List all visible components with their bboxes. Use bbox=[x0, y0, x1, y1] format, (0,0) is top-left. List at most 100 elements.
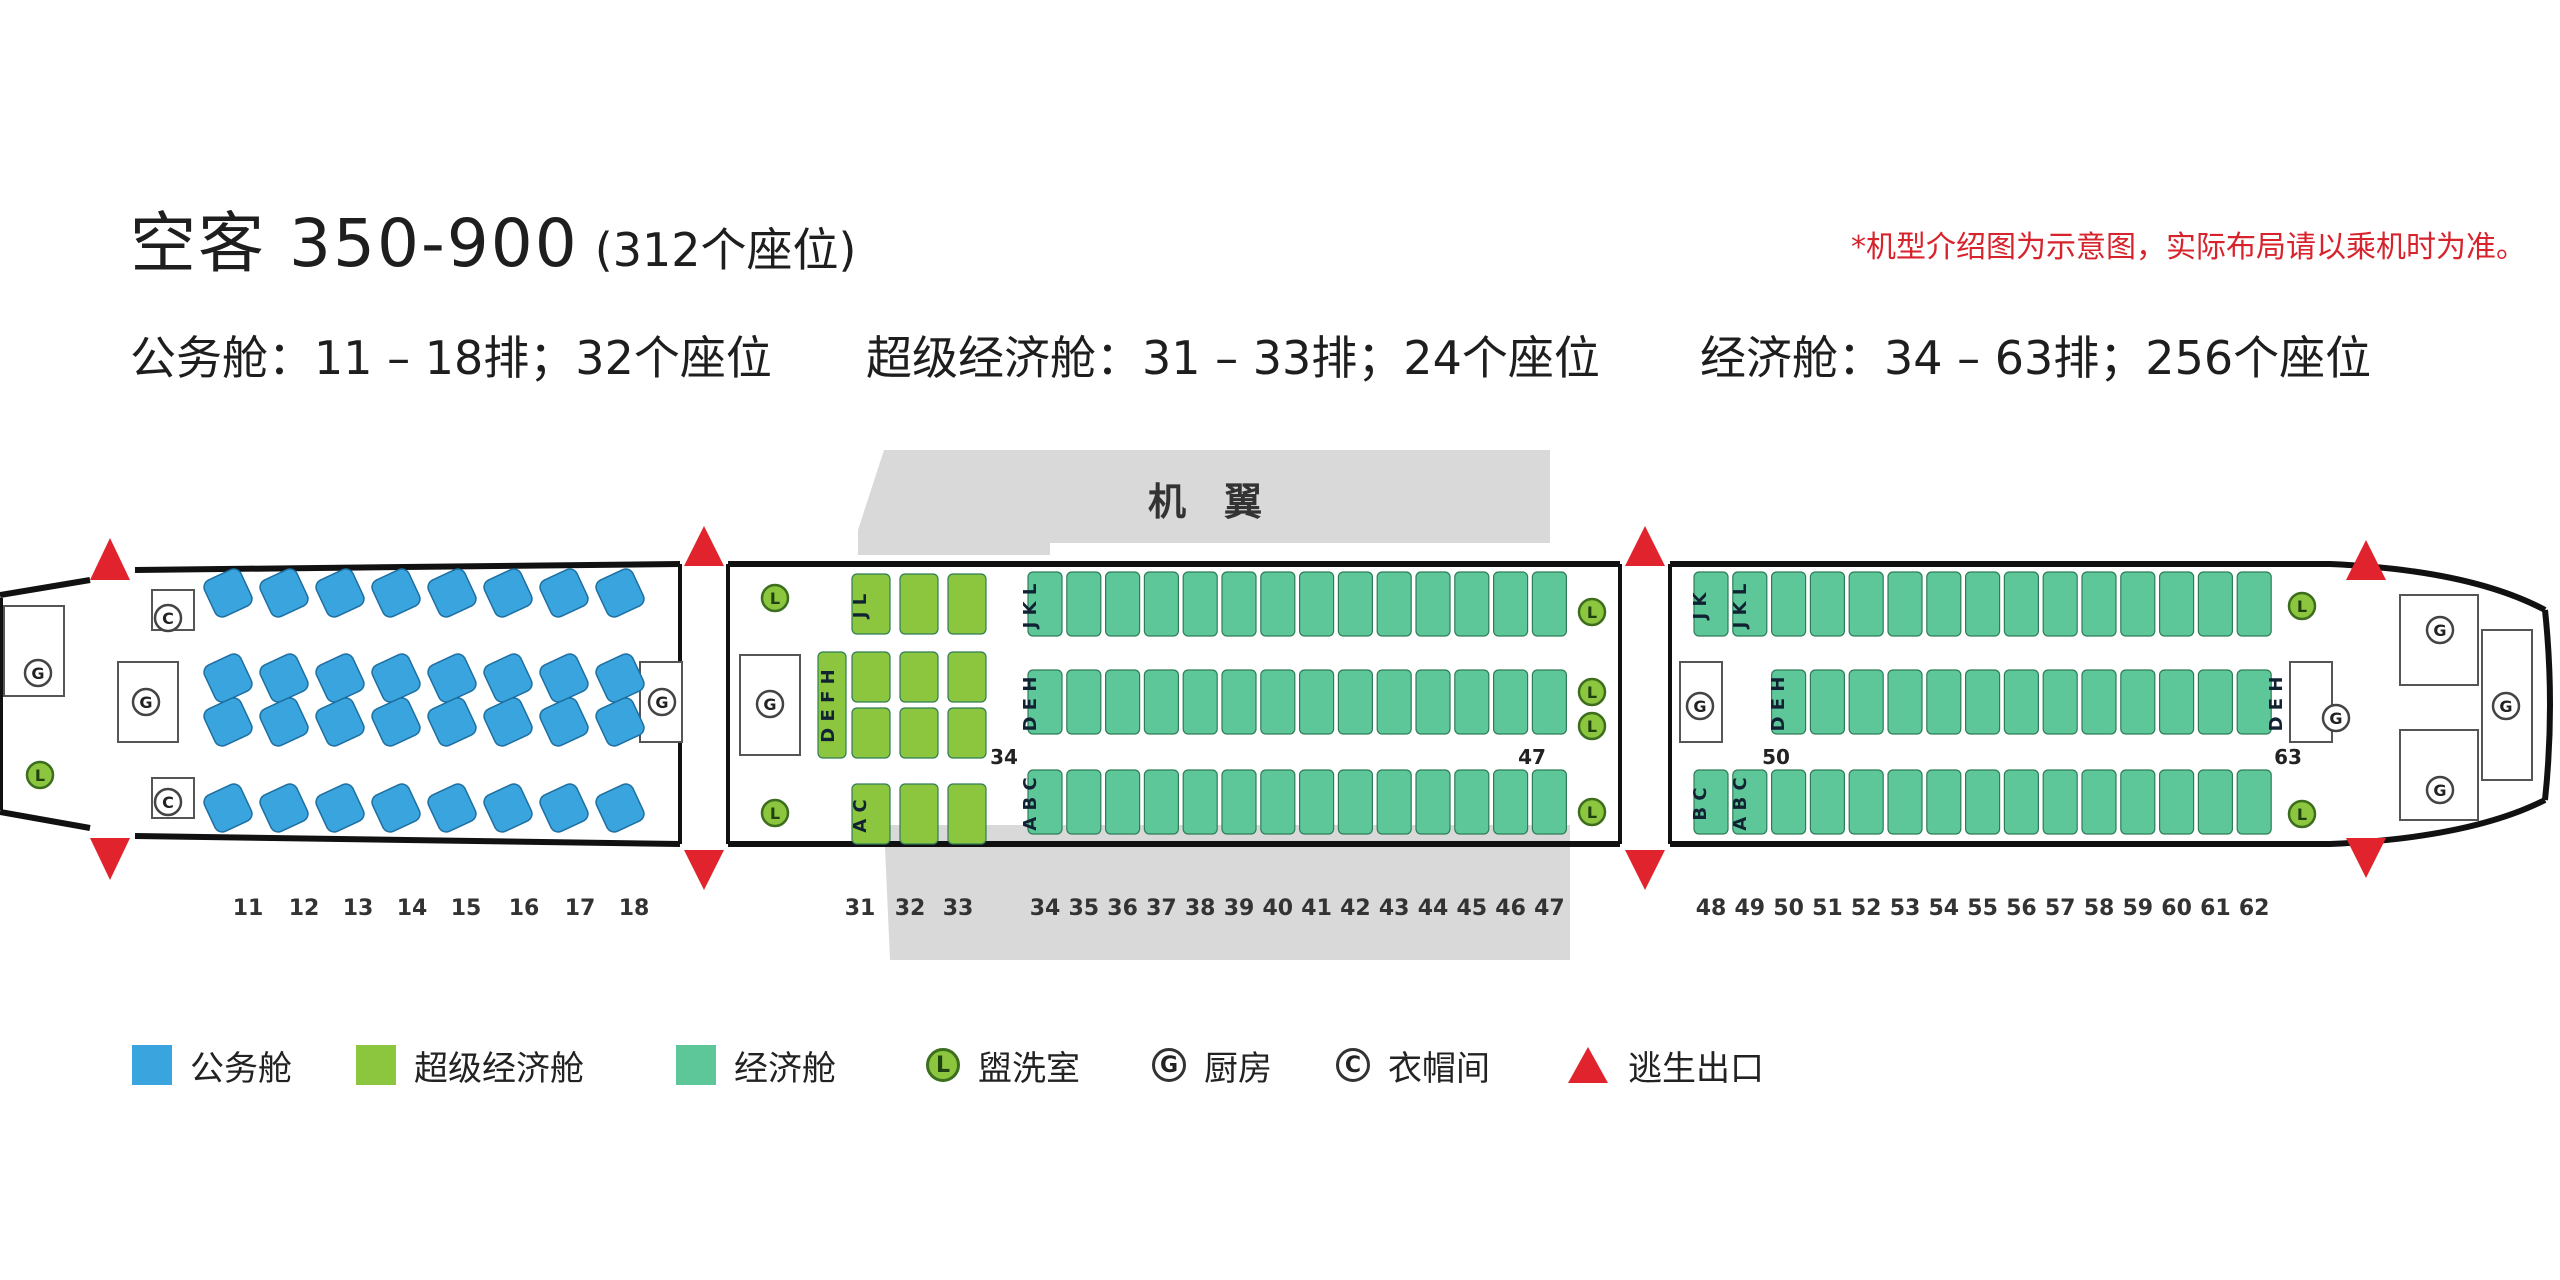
premium-seat bbox=[947, 651, 987, 703]
exit-markers bbox=[90, 526, 2386, 890]
economy-seat bbox=[2197, 769, 2233, 835]
economy-seat bbox=[1770, 571, 1807, 637]
row-number: 32 bbox=[895, 896, 926, 921]
galley-icon bbox=[2425, 615, 2455, 645]
row-number: 59 bbox=[2122, 896, 2153, 921]
row-number: 17 bbox=[565, 896, 596, 921]
economy-seat bbox=[1376, 669, 1412, 735]
closet-icon bbox=[153, 787, 183, 817]
business-seat bbox=[315, 783, 365, 833]
business-seat bbox=[315, 697, 365, 747]
economy-seat bbox=[2081, 571, 2117, 637]
economy-seat bbox=[2159, 669, 2195, 735]
seat-letters: J K bbox=[1690, 591, 1711, 621]
exit-icon bbox=[90, 538, 130, 580]
economy-seat bbox=[1260, 571, 1296, 637]
legend-item-exit: 逃生出口 bbox=[1566, 1040, 1764, 1090]
economy-seat bbox=[1531, 769, 1568, 835]
lavatory-icon bbox=[1577, 711, 1607, 741]
seat-letters: D E H bbox=[2266, 677, 2287, 732]
legend-item-lavatory: L 盥洗室 bbox=[926, 1040, 1080, 1090]
galley-icon-mark: G bbox=[763, 695, 776, 714]
economy-seat bbox=[2236, 769, 2272, 835]
galley-icon-mark: G bbox=[2433, 621, 2446, 640]
economy-seat bbox=[1298, 669, 1335, 735]
exit-icon bbox=[684, 526, 724, 566]
row-number: 42 bbox=[1340, 896, 1371, 921]
galley-icon-mark: G bbox=[2329, 709, 2342, 728]
economy-seat bbox=[2236, 571, 2272, 637]
premium-seat bbox=[817, 651, 847, 759]
exit-icon bbox=[2346, 838, 2386, 878]
row-number: 52 bbox=[1851, 896, 1882, 921]
class-business-info: 公务舱：11 – 18排；32个座位 bbox=[130, 331, 772, 385]
lavatory-icon bbox=[760, 798, 790, 828]
business-seat bbox=[595, 783, 645, 833]
galley-icon-mark: G bbox=[655, 693, 668, 712]
economy-seat bbox=[1887, 669, 1923, 735]
economy-seat bbox=[1221, 571, 1257, 637]
row-number: 33 bbox=[943, 896, 974, 921]
economy-swatch bbox=[676, 1045, 716, 1085]
economy-seat bbox=[1415, 769, 1451, 835]
economy-seat bbox=[1693, 571, 1729, 637]
lavatory-icon-mark: L bbox=[770, 589, 780, 608]
economy-seat bbox=[1104, 769, 1141, 835]
economy-seat bbox=[1809, 571, 1846, 637]
seat-count: (312个座位) bbox=[594, 223, 857, 277]
economy-seat bbox=[1926, 669, 1962, 735]
premium-seat bbox=[899, 573, 939, 635]
row-number: 44 bbox=[1418, 896, 1449, 921]
row-number: 46 bbox=[1495, 896, 1526, 921]
economy-seat bbox=[1926, 571, 1962, 637]
row-number: 11 bbox=[233, 896, 264, 921]
economy-seat bbox=[1143, 571, 1180, 637]
business-seat bbox=[483, 653, 533, 703]
economy-seat bbox=[2003, 669, 2040, 735]
economy-seat bbox=[1454, 571, 1490, 637]
economy-seat bbox=[1809, 669, 1846, 735]
galley-icon bbox=[647, 687, 677, 717]
economy-seat bbox=[1770, 669, 1807, 735]
business-seat bbox=[315, 568, 365, 618]
economy-seat bbox=[1926, 769, 1962, 835]
economy-seat bbox=[2197, 571, 2233, 637]
row-number: 48 bbox=[1696, 896, 1727, 921]
business-seat bbox=[539, 783, 589, 833]
row-number-inline: 47 bbox=[1518, 745, 1546, 769]
galley-icon bbox=[1685, 691, 1715, 721]
business-seat bbox=[203, 783, 253, 833]
closet-icon bbox=[153, 603, 183, 633]
galley-icon-mark: G bbox=[1693, 697, 1706, 716]
row-number: 51 bbox=[1812, 896, 1843, 921]
economy-seat bbox=[2159, 571, 2195, 637]
economy-seat bbox=[2003, 769, 2040, 835]
lavatory-icon bbox=[1577, 597, 1607, 627]
economy-seat bbox=[1770, 769, 1807, 835]
economy-seat bbox=[1337, 669, 1374, 735]
economy-seat bbox=[1415, 669, 1451, 735]
lavatory-icon-mark: L bbox=[1587, 683, 1597, 702]
premium-seat bbox=[899, 651, 939, 703]
wing-label: 机 翼 bbox=[1148, 480, 1262, 524]
galley-icon bbox=[23, 658, 53, 688]
economy-seat bbox=[2081, 669, 2117, 735]
lavatory-icon bbox=[2287, 799, 2317, 829]
economy-seat bbox=[1887, 571, 1923, 637]
lavatory-icon-mark: L bbox=[1587, 803, 1597, 822]
lavatory-icon-mark: L bbox=[1587, 717, 1597, 736]
exit-icon bbox=[1625, 526, 1665, 566]
business-swatch bbox=[132, 1045, 172, 1085]
economy-seat bbox=[2042, 669, 2078, 735]
row-number: 49 bbox=[1734, 896, 1765, 921]
economy-seat bbox=[1104, 571, 1141, 637]
row-number: 57 bbox=[2045, 896, 2076, 921]
business-seat bbox=[483, 568, 533, 618]
economy-seat bbox=[1732, 571, 1768, 637]
row-number: 54 bbox=[1928, 896, 1959, 921]
economy-seat bbox=[1221, 769, 1257, 835]
economy-seat bbox=[1066, 769, 1102, 835]
row-number: 37 bbox=[1146, 896, 1177, 921]
